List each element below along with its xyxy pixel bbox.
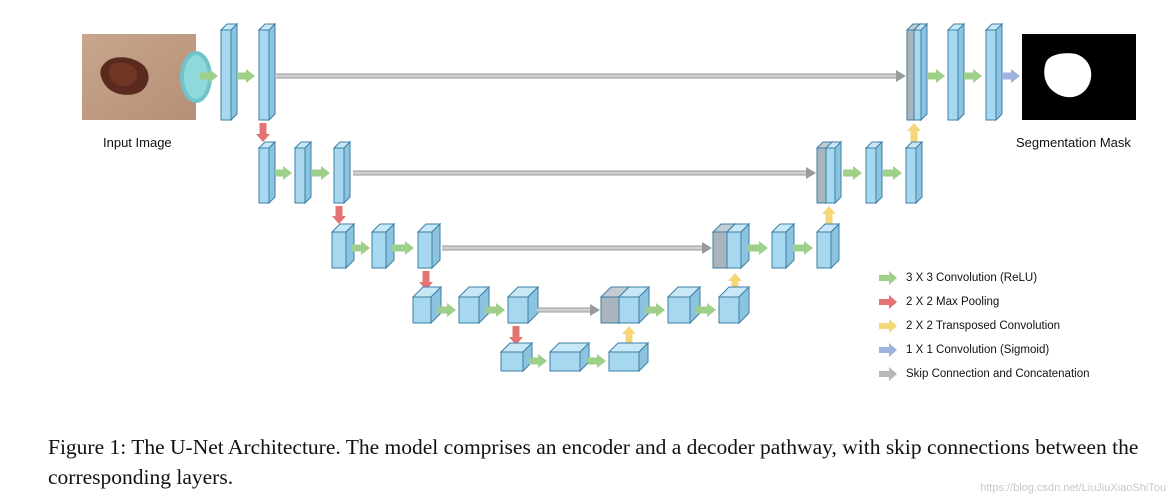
conv-arrow — [392, 241, 414, 255]
encoder-block — [506, 285, 540, 325]
bottleneck-block — [607, 341, 650, 373]
transposed-conv-arrow-icon — [879, 319, 897, 333]
decoder-block — [984, 22, 1004, 122]
conv-arrow-icon — [879, 271, 897, 285]
bottleneck-block — [548, 341, 591, 373]
conv-arrow — [437, 303, 456, 317]
input-image-label: Input Image — [103, 135, 172, 150]
encoder-block — [293, 140, 313, 205]
decoder-block — [717, 285, 751, 325]
legend-label: Skip Connection and Concatenation — [906, 368, 1090, 380]
decoder-block — [864, 140, 884, 205]
conv-arrow — [793, 241, 813, 255]
legend-label: 1 X 1 Convolution (Sigmoid) — [906, 344, 1050, 356]
conv-arrow — [843, 166, 862, 180]
decoder-block — [946, 22, 966, 122]
encoder-block — [457, 285, 491, 325]
segmentation-mask-label: Segmentation Mask — [1016, 135, 1131, 150]
encoder-block — [257, 22, 277, 122]
decoder-block — [904, 140, 924, 205]
conv-arrow — [588, 354, 606, 368]
encoder-block — [416, 222, 442, 270]
legend-item-skip: Skip Connection and Concatenation — [878, 365, 1090, 383]
conv-arrow — [696, 303, 716, 317]
transposed-conv-arrow — [728, 273, 742, 290]
bottleneck-block — [499, 341, 534, 373]
encoder-block — [411, 285, 443, 325]
decoder-block — [912, 22, 929, 122]
skip-connection-1-head — [896, 70, 906, 82]
encoder-block — [332, 140, 352, 205]
skip-connection-3-head — [702, 242, 712, 254]
conv-arrow — [311, 166, 330, 180]
transposed-conv-arrow — [907, 123, 921, 142]
skip-arrow-icon — [879, 367, 897, 381]
legend-label: 3 X 3 Convolution (ReLU) — [906, 272, 1038, 284]
maxpool-arrow-icon — [879, 295, 897, 309]
maxpool-arrow — [419, 271, 433, 290]
legend-label: 2 X 2 Transposed Convolution — [906, 320, 1061, 332]
encoder-block — [257, 140, 277, 205]
transposed-conv-arrow — [822, 206, 836, 224]
maxpool-arrow — [332, 206, 346, 224]
sigmoid-arrow — [1002, 69, 1020, 83]
conv-arrow — [275, 166, 292, 180]
conv-arrow — [485, 303, 505, 317]
watermark: https://blog.csdn.net/LiuJiuXiaoShiTou — [980, 482, 1166, 494]
legend-item-transposed: 2 X 2 Transposed Convolution — [878, 317, 1060, 335]
encoder-block — [219, 22, 239, 122]
encoder-block — [370, 222, 396, 270]
conv-arrow — [927, 69, 945, 83]
figure-caption: Figure 1: The U-Net Architecture. The mo… — [48, 435, 1139, 489]
conv-arrow — [351, 241, 370, 255]
input-image — [82, 34, 212, 120]
conv-arrow — [964, 69, 982, 83]
decoder-block — [725, 222, 751, 270]
legend-label: 2 X 2 Max Pooling — [906, 296, 1000, 308]
maxpool-arrow — [509, 326, 523, 345]
legend-item-conv: 3 X 3 Convolution (ReLU) — [878, 269, 1037, 287]
encoder-block — [330, 222, 356, 270]
maxpool-arrow — [256, 123, 270, 142]
decoder-block — [824, 140, 843, 205]
conv-arrow — [529, 354, 547, 368]
skip-connection-4-head — [590, 304, 600, 316]
conv-arrow — [237, 69, 255, 83]
conv-arrow — [883, 166, 902, 180]
decoder-block — [815, 222, 841, 270]
decoder-block — [770, 222, 796, 270]
conv-arrow — [200, 69, 218, 83]
decoder-block — [617, 285, 651, 325]
segmentation-mask-image — [1022, 34, 1136, 120]
conv-arrow — [748, 241, 768, 255]
legend-item-maxpool: 2 X 2 Max Pooling — [878, 293, 999, 311]
transposed-conv-arrow — [622, 326, 636, 345]
decoder-block — [666, 285, 702, 325]
legend-item-sigmoid: 1 X 1 Convolution (Sigmoid) — [878, 341, 1049, 359]
conv-arrow — [645, 303, 665, 317]
skip-connection-2-head — [806, 167, 816, 179]
sigmoid-conv-arrow-icon — [879, 343, 897, 357]
